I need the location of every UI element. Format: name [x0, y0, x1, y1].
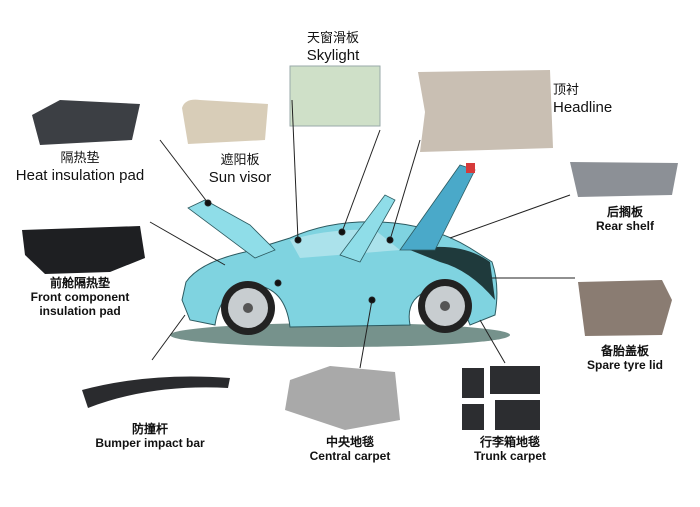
- label-bumper-impact-bar: 防撞杆 Bumper impact bar: [80, 422, 220, 451]
- car-taillight: [466, 163, 475, 173]
- label-trunk-carpet: 行李箱地毯 Trunk carpet: [455, 435, 565, 464]
- label-en: Central carpet: [309, 448, 391, 463]
- skylight-image: [289, 65, 381, 127]
- label-en: Front component: [30, 289, 130, 304]
- label-sun-visor: 遮阳板 Sun visor: [190, 153, 290, 186]
- bumper-impact-bar-image: [82, 376, 230, 408]
- label-central-carpet: 中央地毯 Central carpet: [295, 435, 405, 464]
- label-zh: 备胎盖板: [600, 344, 649, 358]
- label-en: Trunk carpet: [473, 448, 547, 463]
- label-rear-shelf: 后搁板 Rear shelf: [575, 205, 675, 234]
- label-en: Skylight: [306, 46, 360, 64]
- label-zh: 中央地毯: [325, 435, 374, 449]
- label-zh: 后搁板: [606, 205, 643, 219]
- spare-tyre-lid-image: [578, 280, 672, 336]
- label-en: Sun visor: [208, 168, 272, 186]
- heat-insulation-pad-image: [32, 100, 140, 145]
- label-en: Bumper impact bar: [95, 435, 205, 450]
- label-skylight: 天窗滑板 Skylight: [283, 31, 383, 64]
- car-rear-wheel: [418, 279, 472, 333]
- headline-image: [418, 70, 553, 152]
- label-zh: 防撞杆: [131, 422, 168, 436]
- car-door-open: [339, 194, 396, 263]
- label-en: Rear shelf: [595, 218, 655, 233]
- label-heat-insulation-pad: 隔热垫 Heat insulation pad: [0, 151, 160, 184]
- car-trunk-open: [399, 164, 476, 251]
- car-lower-dark: [410, 246, 495, 300]
- label-zh: 顶衬: [553, 83, 580, 98]
- label-en-line2: insulation pad: [39, 303, 121, 318]
- label-zh: 天窗滑板: [306, 31, 359, 46]
- label-headline: 顶衬 Headline: [553, 83, 633, 116]
- central-carpet-image: [285, 366, 400, 430]
- label-front-component-insulation-pad: 前舱隔热垫 Front component insulation pad: [10, 276, 150, 318]
- label-zh: 隔热垫: [60, 151, 100, 166]
- label-zh: 遮阳板: [220, 153, 260, 168]
- sun-visor-image: [182, 99, 268, 144]
- car-hood-open: [187, 199, 276, 259]
- leader-lines: [149, 99, 575, 369]
- label-zh: 前舱隔热垫: [49, 276, 110, 290]
- label-en: Spare tyre lid: [586, 357, 664, 372]
- car-front-wheel: [221, 281, 275, 335]
- front-insulation-pad-image: [22, 226, 145, 274]
- rear-shelf-image: [570, 162, 678, 197]
- label-en: Heat insulation pad: [15, 166, 145, 184]
- label-spare-tyre-lid: 备胎盖板 Spare tyre lid: [570, 344, 680, 373]
- trunk-carpet-image: [462, 366, 540, 430]
- label-en: Headline: [553, 98, 613, 116]
- label-zh: 行李箱地毯: [479, 435, 540, 449]
